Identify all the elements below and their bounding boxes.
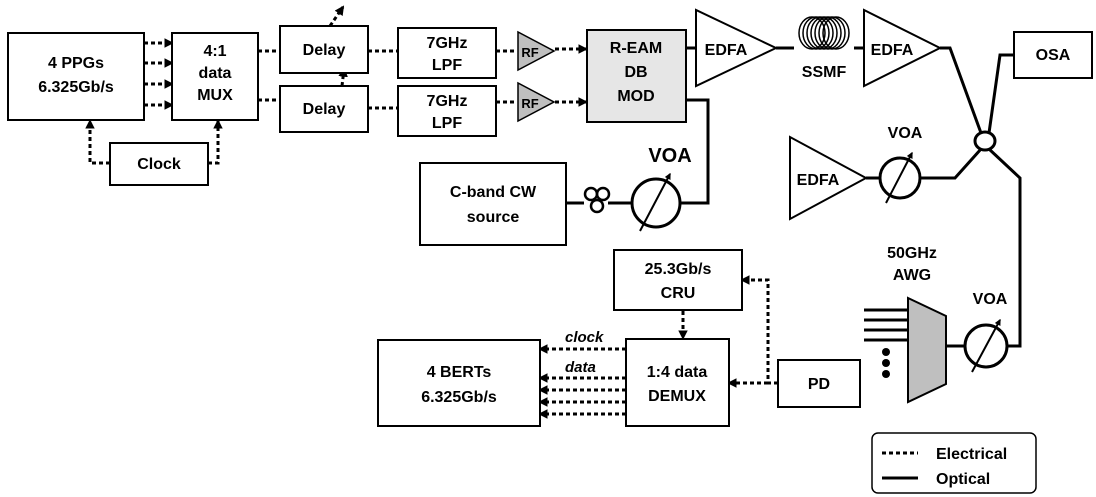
svg-text:EDFA: EDFA: [705, 42, 748, 59]
delay-bottom-block: Delay: [279, 85, 369, 133]
svg-text:VOA: VOA: [973, 291, 1008, 308]
svg-text:PD: PD: [808, 376, 830, 393]
demux-block: 1:4 data DEMUX: [625, 338, 730, 427]
pd-block: PD: [777, 359, 861, 408]
svg-text:CRU: CRU: [661, 285, 696, 302]
svg-text:SSMF: SSMF: [802, 64, 847, 81]
clock-block: Clock: [109, 142, 209, 186]
svg-text:VOA: VOA: [648, 145, 691, 167]
cw-source-block: C-band CW source: [419, 162, 567, 246]
svg-text:25.3Gb/s: 25.3Gb/s: [645, 261, 712, 278]
voa-awg: VOA: [963, 291, 1009, 373]
lpf-top-block: 7GHz LPF: [397, 27, 497, 79]
svg-text:7GHz: 7GHz: [427, 35, 468, 52]
svg-text:Delay: Delay: [303, 101, 346, 118]
voa-right: VOA: [878, 125, 923, 204]
fiber-loops-icon: [583, 186, 611, 214]
voa-main: VOA: [630, 145, 692, 232]
data-signal-label: data: [565, 359, 596, 376]
ssmf-spool: SSMF: [798, 16, 850, 81]
legend-electrical-label: Electrical: [936, 446, 1007, 463]
svg-text:AWG: AWG: [893, 267, 931, 284]
berts-block: 4 BERTs 6.325Gb/s: [377, 339, 541, 427]
svg-text:EDFA: EDFA: [871, 42, 914, 59]
awg-block: 50GHz AWG: [864, 245, 947, 404]
svg-text:4:1: 4:1: [203, 43, 226, 60]
svg-text:LPF: LPF: [432, 57, 462, 74]
svg-text:source: source: [467, 209, 520, 226]
svg-text:C-band CW: C-band CW: [450, 184, 537, 201]
legend: Electrical Optical: [871, 432, 1037, 494]
svg-text:VOA: VOA: [888, 125, 923, 142]
edfa-2: EDFA: [863, 8, 943, 88]
svg-text:6.325Gb/s: 6.325Gb/s: [38, 79, 114, 96]
svg-text:Delay: Delay: [303, 42, 346, 59]
svg-text:Clock: Clock: [137, 156, 181, 173]
svg-text:50GHz: 50GHz: [887, 245, 937, 262]
svg-text:data: data: [199, 65, 232, 82]
svg-text:1:4 data: 1:4 data: [647, 364, 708, 381]
optical-coupler: [973, 130, 997, 152]
ppg-block: 4 PPGs 6.325Gb/s: [7, 32, 145, 121]
mux-block: 4:1 data MUX: [171, 32, 259, 121]
osa-block: OSA: [1013, 31, 1093, 79]
rf-amp-bottom: RF: [517, 81, 556, 123]
svg-text:6.325Gb/s: 6.325Gb/s: [421, 389, 497, 406]
optical-connections: [566, 46, 1022, 348]
edfa-3: EDFA: [789, 135, 869, 221]
svg-text:LPF: LPF: [432, 115, 462, 132]
svg-text:MUX: MUX: [197, 87, 233, 104]
rf-amp-top: RF: [517, 30, 556, 72]
svg-text:EDFA: EDFA: [797, 172, 840, 189]
svg-text:7GHz: 7GHz: [427, 93, 468, 110]
svg-text:4 BERTs: 4 BERTs: [427, 364, 492, 381]
svg-text:DEMUX: DEMUX: [648, 388, 706, 405]
edfa-1: EDFA: [695, 8, 779, 88]
svg-text:OSA: OSA: [1036, 47, 1071, 64]
legend-optical-label: Optical: [936, 471, 990, 488]
svg-text:RF: RF: [521, 96, 538, 111]
delay-top-block: Delay: [279, 25, 369, 74]
cru-block: 25.3Gb/s CRU: [613, 249, 743, 311]
svg-text:RF: RF: [521, 45, 538, 60]
eam-modulator-block: R-EAM DB MOD: [586, 29, 687, 123]
lpf-bottom-block: 7GHz LPF: [397, 85, 497, 137]
svg-text:4 PPGs: 4 PPGs: [48, 55, 104, 72]
svg-text:DB: DB: [624, 64, 647, 81]
electrical-connections: [85, 5, 778, 419]
svg-text:R-EAM: R-EAM: [610, 40, 662, 57]
svg-text:MOD: MOD: [617, 88, 654, 105]
clock-signal-label: clock: [565, 329, 604, 346]
